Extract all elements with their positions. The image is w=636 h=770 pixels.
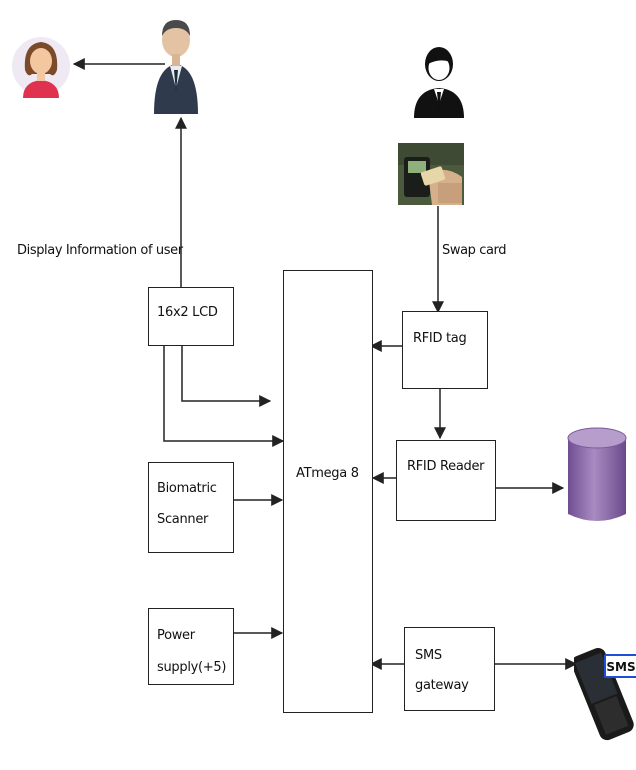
display-info-label: Display Information of user [17, 243, 183, 258]
biometric-label-line2: Scanner [157, 512, 209, 527]
lcd-label: 16x2 LCD [157, 305, 218, 320]
sms-label-line2: gateway [415, 678, 469, 693]
mobile-phone-sms-icon: SMS [574, 647, 636, 741]
mcu-label: ATmega 8 [296, 466, 359, 481]
biometric-label-line1: Biomatric [157, 481, 217, 496]
businessman-icon [154, 20, 198, 114]
power-supply-block: Power supply(+5) [148, 608, 234, 685]
arrow-lcd-to-mcu-2 [163, 346, 285, 447]
user-silhouette-icon [414, 47, 464, 118]
swap-card-label: Swap card [442, 243, 507, 258]
rfid-tag-block: RFID tag [402, 311, 488, 389]
database-cylinder-icon [567, 427, 627, 521]
woman-avatar-icon [12, 37, 70, 98]
phone-sms-text: SMS [606, 660, 635, 674]
rfid-reader-label: RFID Reader [407, 459, 485, 474]
card-swipe-photo-icon [398, 143, 464, 205]
power-label-line2: supply(+5) [157, 660, 227, 675]
sms-gateway-block: SMS gateway [404, 627, 495, 711]
atmega8-block: ATmega 8 [283, 270, 373, 713]
sms-label-line1: SMS [415, 648, 442, 663]
lcd-block: 16x2 LCD [148, 287, 234, 346]
arrow-lcd-to-mcu-1 [181, 346, 272, 407]
biometric-scanner-block: Biomatric Scanner [148, 462, 234, 553]
rfid-reader-block: RFID Reader [396, 440, 496, 521]
rfid-tag-label: RFID tag [413, 331, 467, 346]
power-label-line1: Power [157, 628, 195, 643]
